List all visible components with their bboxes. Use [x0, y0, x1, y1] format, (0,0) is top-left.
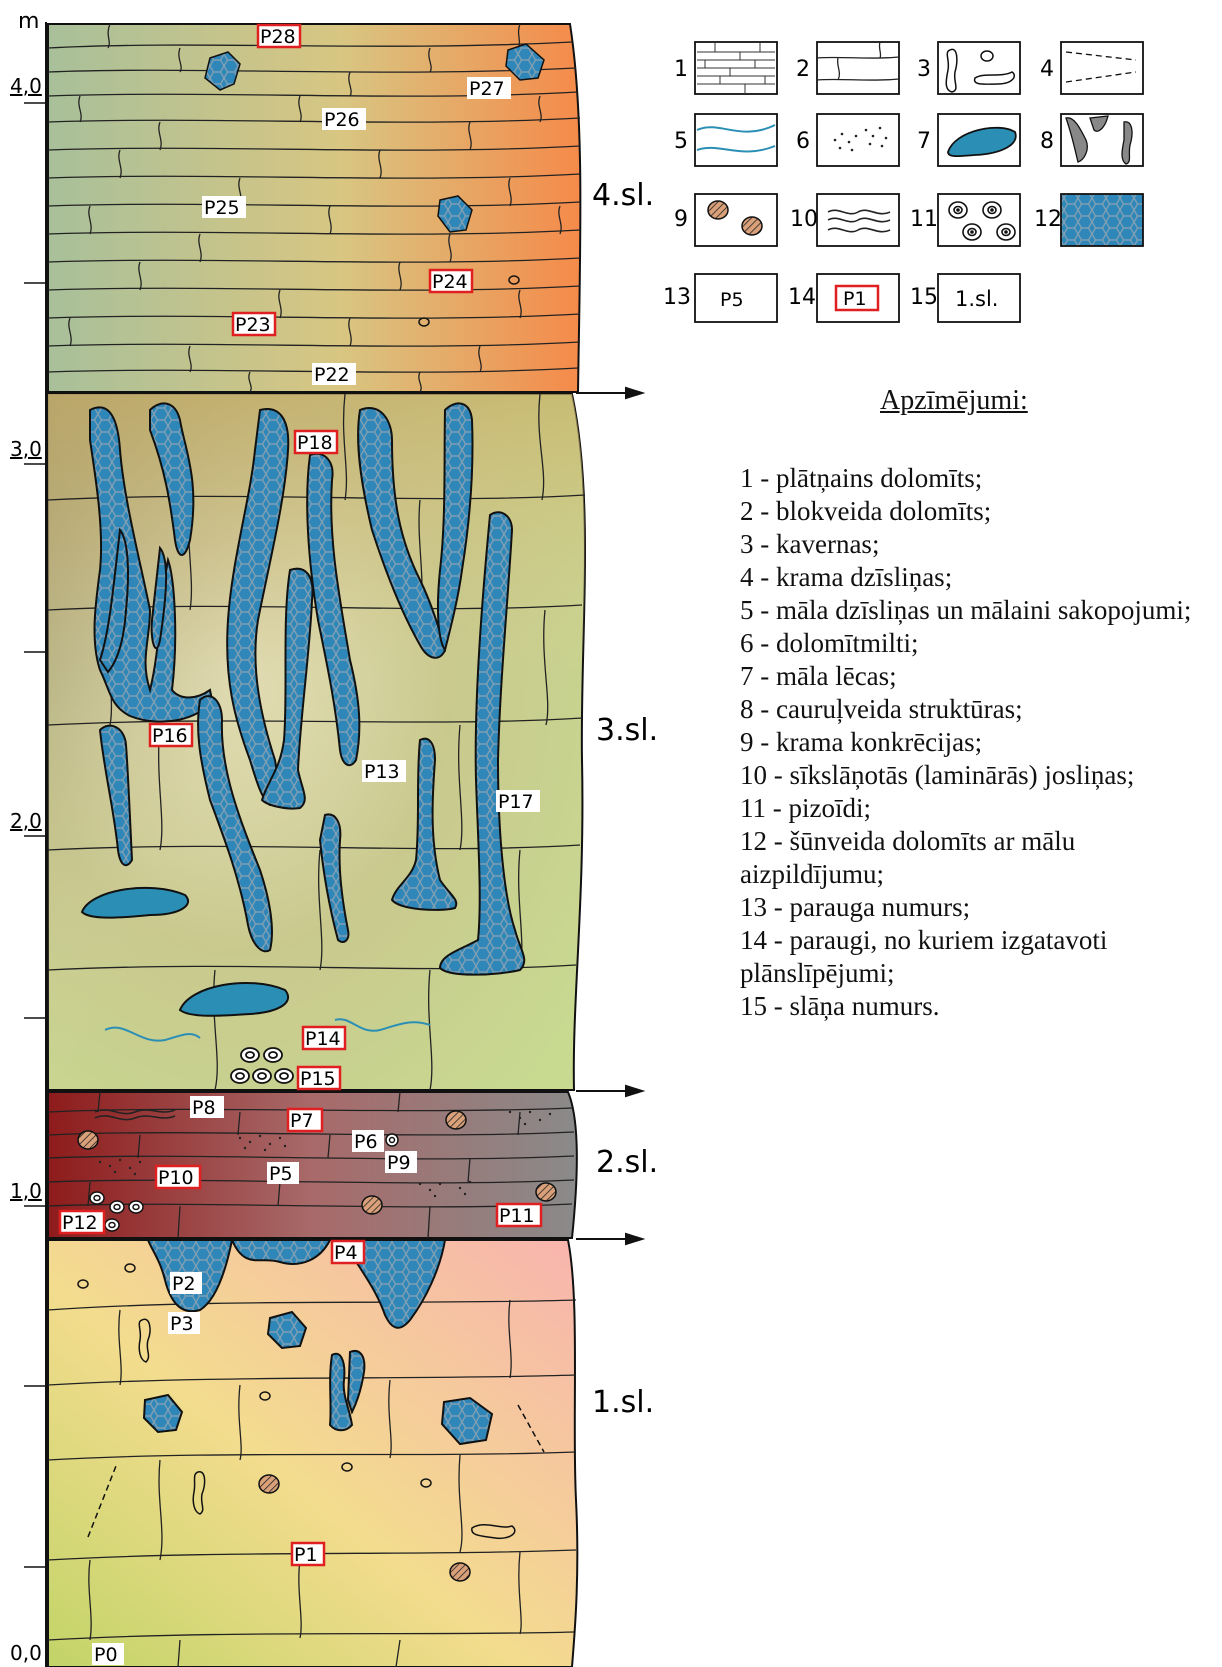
- sample-label: P2: [172, 1273, 196, 1295]
- legend-box-number: 8: [1040, 129, 1054, 154]
- layer-label-3: 3.sl.: [596, 713, 658, 748]
- sample-label-red: P24: [432, 271, 468, 293]
- sample-label-red: P15: [300, 1068, 336, 1090]
- tick-label-1: 1,0: [10, 1179, 42, 1203]
- sample-label: P13: [364, 761, 400, 783]
- legend-title: Apzīmējumi:: [880, 385, 1028, 417]
- sample-label-red: P1: [294, 1544, 318, 1566]
- legend-item: 7 - māla lēcas;: [740, 660, 1210, 693]
- sample-label: P25: [204, 197, 240, 219]
- legend-item: 6 - dolomītmilti;: [740, 627, 1210, 660]
- legend-box-number: 6: [796, 129, 810, 154]
- legend-box-number: 4: [1040, 57, 1054, 82]
- legend-thin-section-example: P1: [843, 288, 867, 310]
- layer-1: [48, 1240, 577, 1667]
- sample-label: P27: [469, 78, 505, 100]
- sample-label: P3: [170, 1313, 194, 1335]
- sample-label-red: P18: [297, 432, 333, 454]
- sample-label-red: P23: [235, 314, 271, 336]
- axis-unit: m: [18, 9, 39, 34]
- legend-box-number: 9: [674, 207, 688, 232]
- sample-label: P9: [387, 1152, 411, 1174]
- legend-box-number: 5: [674, 129, 688, 154]
- tick-label-2: 2,0: [10, 809, 42, 833]
- legend-box-number: 10: [790, 207, 818, 232]
- sample-label-red: P14: [305, 1028, 341, 1050]
- legend-item: 13 - parauga numurs;: [740, 891, 1210, 924]
- legend-item: 10 - sīkslāņotās (laminārās) josliņas;: [740, 759, 1210, 792]
- legend-boxes: 1 2 3 4 5 6 7: [663, 42, 1143, 322]
- tick-label-4: 4,0: [10, 74, 42, 98]
- sample-label: P8: [192, 1097, 216, 1119]
- sample-label: P5: [269, 1163, 293, 1185]
- legend-item: 9 - krama konkrēcijas;: [740, 726, 1210, 759]
- legend-item: 2 - blokveida dolomīts;: [740, 495, 1210, 528]
- sample-label-red: P12: [62, 1212, 98, 1234]
- tick-label-0: 0,0: [10, 1641, 42, 1665]
- legend-item: 12 - šūnveida dolomīts ar mālu aizpildīj…: [740, 825, 1210, 891]
- legend-item: 1 - plātņains dolomīts;: [740, 462, 1210, 495]
- sample-label-red: P11: [499, 1205, 535, 1227]
- layer-3: [48, 394, 585, 1090]
- cellular-dolomite-symbol: [1061, 194, 1143, 246]
- legend-box-number: 7: [917, 129, 931, 154]
- axis-ticks: [24, 103, 46, 1567]
- legend-sample-example: P5: [720, 289, 744, 311]
- tick-label-3: 3,0: [10, 437, 42, 461]
- sample-label-red: P28: [260, 26, 296, 48]
- legend-layer-example: 1.sl.: [955, 287, 999, 311]
- layer-label-4: 4.sl.: [592, 178, 654, 213]
- sample-label: P0: [94, 1644, 118, 1666]
- sample-label-red: P16: [152, 725, 188, 747]
- legend-box-number: 15: [910, 285, 938, 310]
- legend-box-number: 12: [1034, 207, 1062, 232]
- legend-item: 8 - cauruļveida struktūras;: [740, 693, 1210, 726]
- sample-label-red: P10: [158, 1167, 194, 1189]
- sample-label: P17: [498, 791, 534, 813]
- legend-box-number: 3: [917, 57, 931, 82]
- legend-box-number: 2: [796, 57, 810, 82]
- legend-box-number: 11: [910, 207, 938, 232]
- layer-label-2: 2.sl.: [596, 1145, 658, 1180]
- legend-list: 1 - plātņains dolomīts; 2 - blokveida do…: [740, 462, 1210, 1023]
- depth-axis: m 4,0 3,0 2,0 1,0 0,0: [10, 9, 46, 1667]
- legend-box-number: 1: [674, 57, 688, 82]
- sample-label-red: P4: [334, 1242, 358, 1264]
- boundary-arrows: [576, 388, 642, 1244]
- legend-item: 14 - paraugi, no kuriem izgatavoti plāns…: [740, 924, 1210, 990]
- layer-label-1: 1.sl.: [592, 1385, 654, 1420]
- legend-item: 4 - krama dzīsliņas;: [740, 561, 1210, 594]
- sample-label: P26: [324, 109, 360, 131]
- legend-box-number: 14: [788, 285, 816, 310]
- sample-label: P6: [354, 1131, 378, 1153]
- legend-item: 5 - māla dzīsliņas un mālaini sakopojumi…: [740, 594, 1210, 627]
- legend-item: 11 - pizoīdi;: [740, 792, 1210, 825]
- legend-item: 15 - slāņa numurs.: [740, 990, 1210, 1023]
- sample-label-red: P7: [290, 1110, 314, 1132]
- sample-label: P22: [314, 364, 350, 386]
- legend-item: 3 - kavernas;: [740, 528, 1210, 561]
- legend-box-number: 13: [663, 285, 691, 310]
